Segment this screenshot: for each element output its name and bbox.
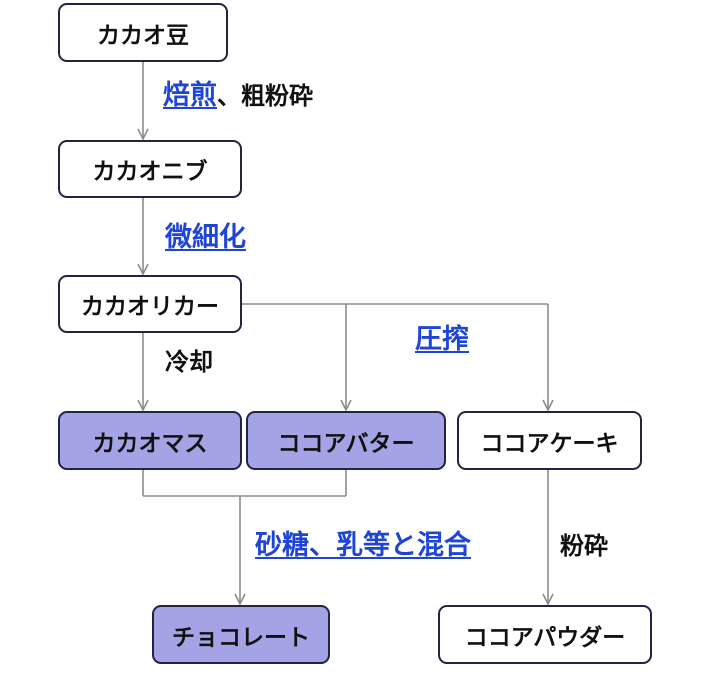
step-grinding-label: 粉砕 bbox=[560, 530, 608, 562]
node-label: チョコレート bbox=[172, 624, 310, 651]
step-roasting-rest: 、粗粉砕 bbox=[217, 82, 313, 110]
step-grinding-text: 粉砕 bbox=[560, 532, 608, 560]
step-roasting-highlight: 焙煎 bbox=[163, 80, 217, 111]
step-roasting-label: 焙煎、粗粉砕 bbox=[163, 80, 313, 112]
node-chocolate: チョコレート bbox=[152, 605, 330, 664]
step-mixing-label: 砂糖、乳等と混合 bbox=[255, 530, 471, 562]
node-cacao-mass: カカオマス bbox=[58, 411, 242, 470]
node-cocoa-butter: ココアバター bbox=[246, 411, 446, 470]
step-pressing-label: 圧搾 bbox=[415, 324, 469, 356]
node-cacao-beans: カカオ豆 bbox=[58, 3, 228, 62]
step-cooling-label: 冷却 bbox=[165, 346, 213, 378]
node-label: カカオニブ bbox=[92, 159, 208, 185]
step-mixing-text: 砂糖、乳等と混合 bbox=[255, 530, 471, 561]
node-label: ココアバター bbox=[277, 430, 415, 457]
node-cocoa-powder: ココアパウダー bbox=[438, 605, 652, 664]
step-pressing-text: 圧搾 bbox=[415, 324, 469, 355]
node-cocoa-cake: ココアケーキ bbox=[457, 411, 642, 470]
node-label: カカオリカー bbox=[81, 294, 219, 320]
node-label: ココアケーキ bbox=[480, 430, 619, 457]
node-label: カカオ豆 bbox=[97, 22, 189, 49]
node-label: カカオマス bbox=[92, 430, 208, 457]
node-cacao-nibs: カカオニブ bbox=[58, 140, 242, 198]
node-label: ココアパウダー bbox=[464, 624, 626, 651]
node-cacao-liquor: カカオリカー bbox=[58, 275, 242, 333]
step-refining-text: 微細化 bbox=[165, 222, 246, 253]
step-refining-label: 微細化 bbox=[165, 222, 246, 254]
step-cooling-text: 冷却 bbox=[165, 348, 213, 376]
